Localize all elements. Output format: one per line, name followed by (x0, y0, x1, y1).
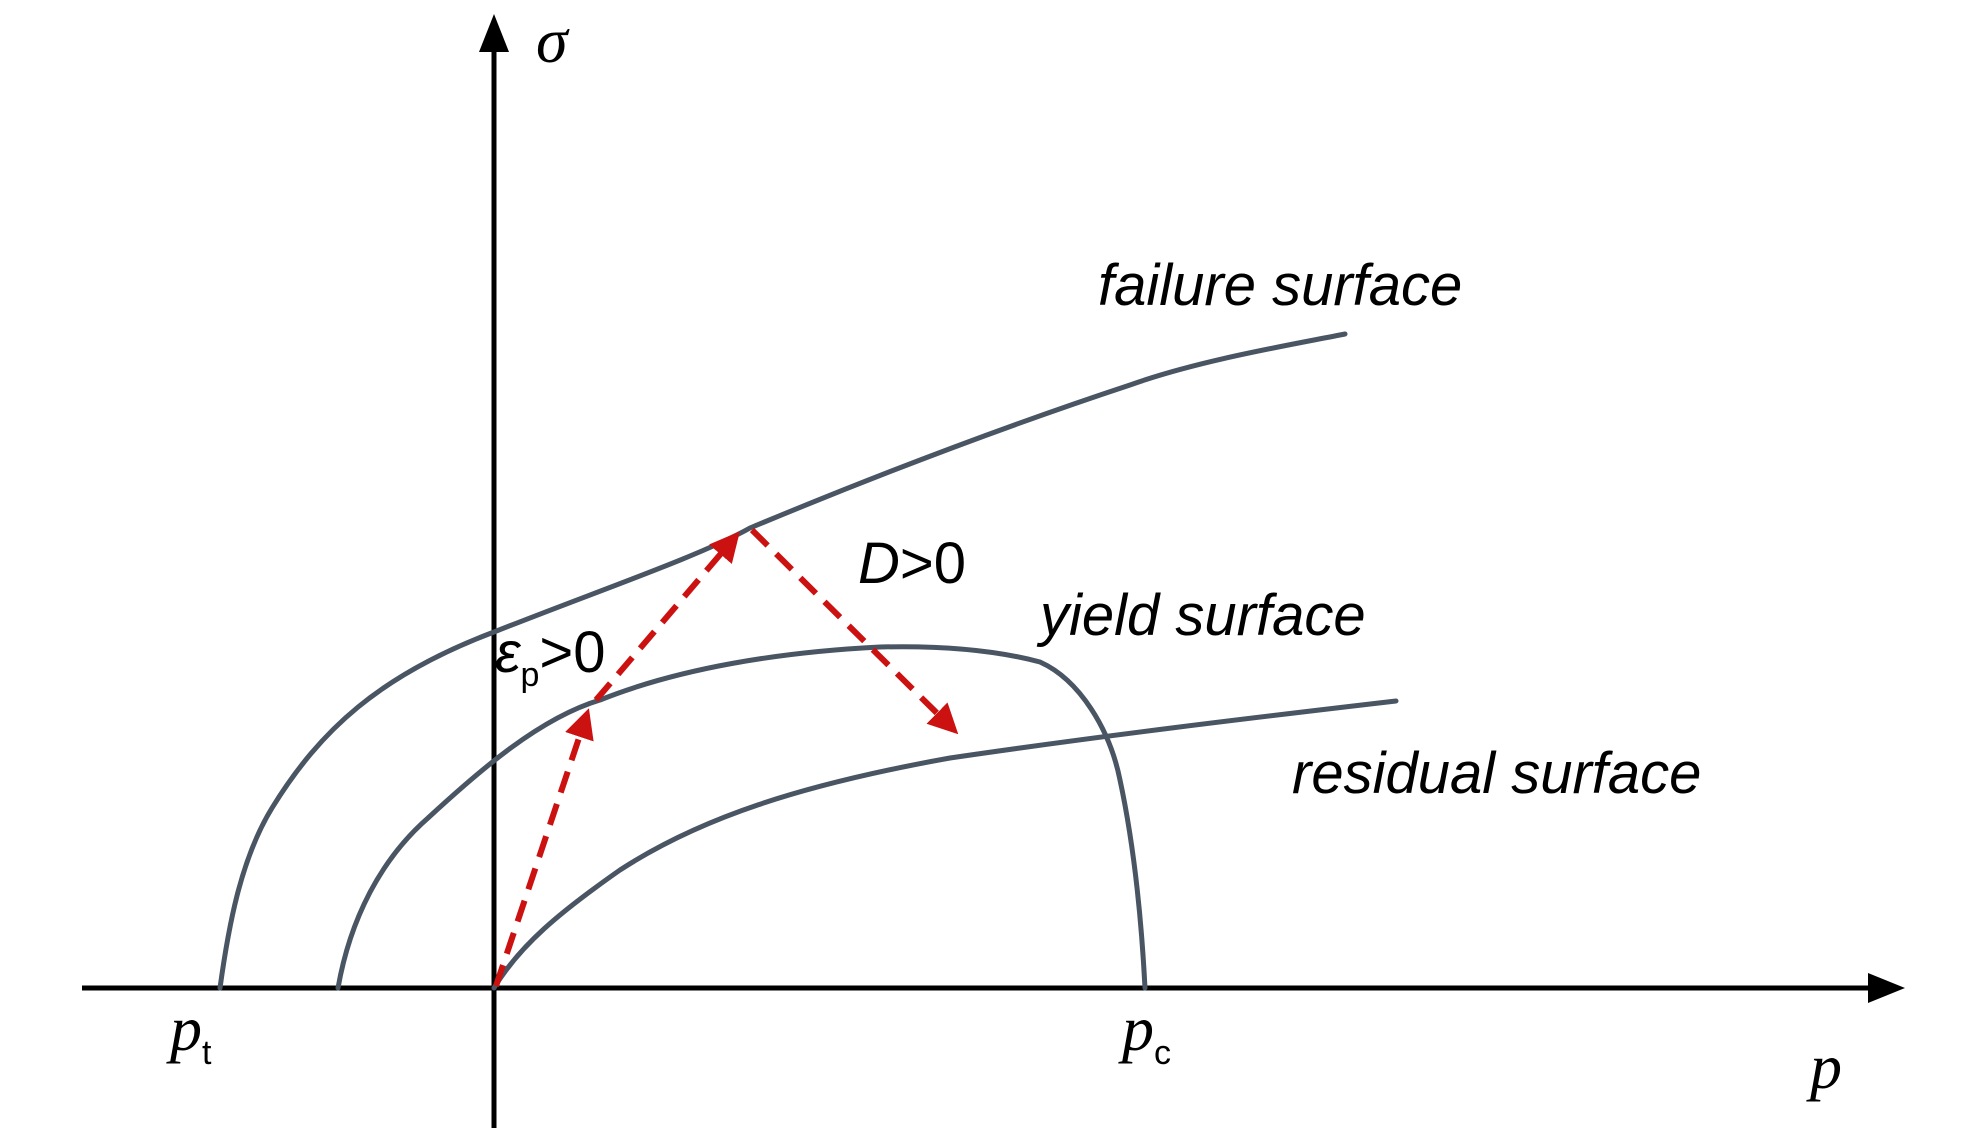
pc-label: pc (1118, 993, 1171, 1072)
damage-label: D>0 (858, 531, 966, 596)
residual-surface-curve (491, 698, 1399, 991)
plastic-strain-label: εp>0 (495, 620, 606, 694)
pt-label: pt (166, 993, 212, 1072)
failure-surface-label: failure surface (1098, 253, 1462, 318)
yield-surface-curve (335, 644, 1148, 991)
residual-surface-label: residual surface (1292, 741, 1701, 806)
plastic-strain-arrow-1 (493, 708, 594, 987)
sigma-axis-label: σ (536, 5, 570, 76)
p-axis-label: p (1806, 1031, 1842, 1102)
plastic-strain-arrow-2 (593, 531, 740, 702)
p-axis-arrowhead (1868, 973, 1905, 1003)
failure-surface-curve (217, 331, 1348, 991)
yield-surface-label: yield surface (1036, 583, 1366, 648)
sigma-axis-arrowhead (479, 14, 509, 52)
damage-arrow (749, 527, 959, 735)
